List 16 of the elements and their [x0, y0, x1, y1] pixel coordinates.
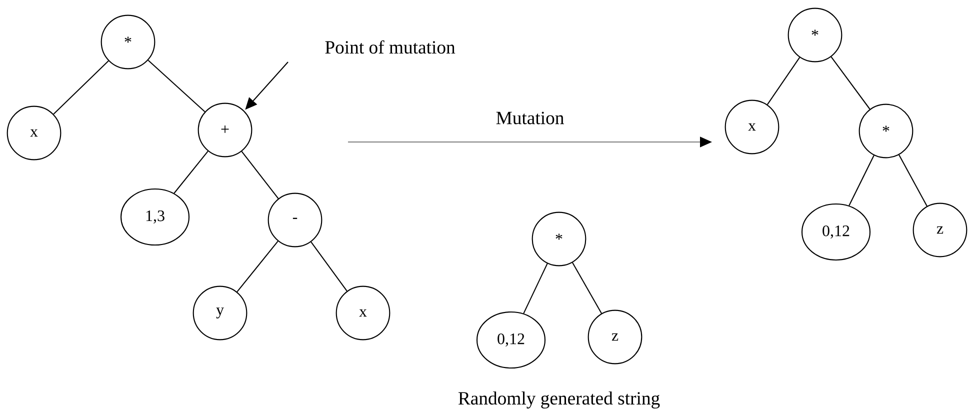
- tree-edge: [236, 240, 278, 292]
- tree-edge: [848, 155, 874, 206]
- arrow: [348, 136, 712, 148]
- tree-edge: [830, 56, 870, 110]
- tree-edge: [310, 242, 348, 292]
- caption-text: Randomly generated string: [458, 391, 660, 408]
- tree-edge: [174, 150, 208, 194]
- tree-edge: [572, 262, 602, 314]
- edge-label: Mutation: [494, 110, 566, 126]
- tree-edge: [523, 263, 548, 314]
- tree-edge: [241, 151, 279, 199]
- tree-edge: [53, 60, 109, 114]
- tree-edge: [766, 57, 800, 105]
- tree-edge: [148, 60, 206, 112]
- tree-edge: [898, 154, 928, 206]
- callout-text: Point of mutation: [325, 40, 456, 54]
